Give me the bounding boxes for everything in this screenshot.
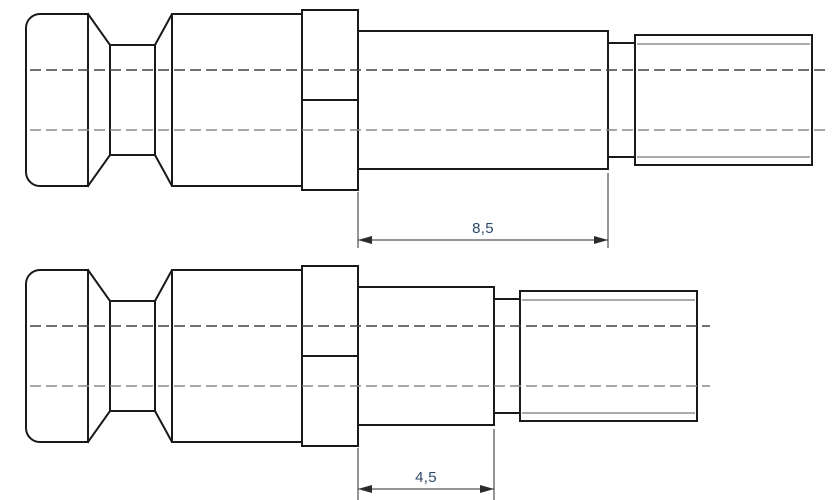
- lower-taper-to-body-lower: [153, 409, 303, 443]
- lower-part-view: 4,5: [25, 265, 710, 500]
- lower-groove-section: [86, 268, 156, 444]
- lower-dim-label: 4,5: [415, 469, 437, 486]
- lower-dimension-4-5: 4,5: [357, 429, 495, 500]
- upper-end-sleeve: [634, 34, 813, 166]
- upper-dim-arrow-right: [594, 236, 608, 244]
- upper-reduced-neck: [607, 42, 636, 158]
- lower-taper-to-body: [153, 269, 303, 303]
- upper-dim-label: 8,5: [472, 220, 494, 237]
- upper-part-view: 8,5: [25, 9, 825, 248]
- lower-dim-arrow-right: [480, 485, 494, 493]
- upper-taper-to-body-lower: [153, 153, 303, 187]
- lower-dim-arrow-left: [358, 485, 372, 493]
- upper-dim-arrow-left: [358, 236, 372, 244]
- lower-reduced-neck: [493, 298, 521, 414]
- upper-dimension-8-5: 8,5: [357, 173, 609, 248]
- upper-rounded-hex-head: [25, 13, 89, 187]
- upper-groove-section: [86, 12, 156, 188]
- lower-stem-cylinder: [357, 286, 495, 426]
- lower-end-sleeve: [519, 290, 698, 422]
- lower-main-body-cylinder: [171, 269, 303, 443]
- lower-rounded-hex-head: [25, 269, 89, 443]
- upper-stem-cylinder: [357, 30, 609, 170]
- upper-taper-to-body: [153, 13, 303, 47]
- upper-main-body-cylinder: [171, 13, 303, 187]
